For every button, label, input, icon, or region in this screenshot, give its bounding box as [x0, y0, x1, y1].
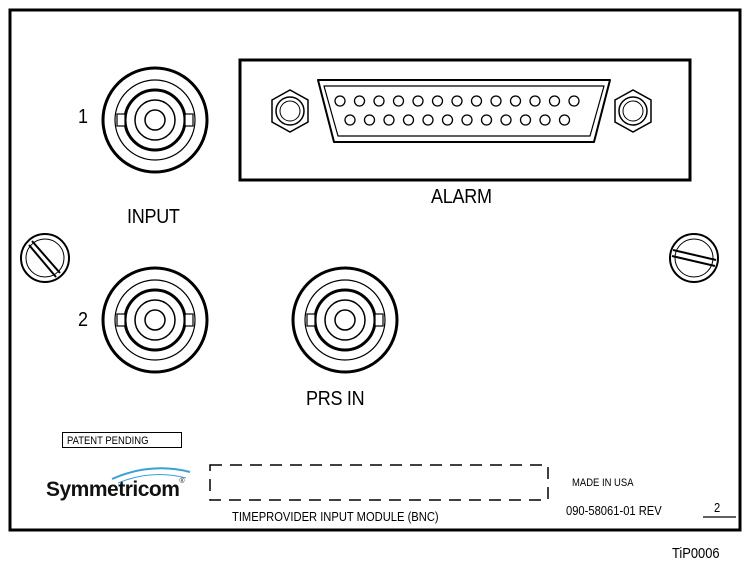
logo-swoosh-inner	[117, 474, 187, 484]
bnc-connector-input-2	[101, 266, 209, 374]
db25-pin	[558, 114, 571, 126]
input-label: INPUT	[127, 206, 180, 228]
db25-pin	[334, 95, 346, 107]
logo-registered-mark: ®	[179, 478, 185, 485]
alarm-connector-frame	[238, 58, 692, 182]
db25-pin	[509, 95, 522, 107]
bnc-connector-input-1	[101, 66, 209, 174]
bnc-connector-prs-in	[291, 266, 399, 374]
alarm-label: ALARM	[431, 186, 492, 208]
db25-pin	[353, 95, 366, 107]
logo-text: Symmetricom	[46, 478, 180, 501]
figure-id-label: TiP0006	[672, 545, 720, 562]
db25-pin	[422, 114, 434, 126]
db25-pin	[500, 114, 512, 126]
patent-pending-text: PATENT PENDING	[67, 435, 149, 447]
logo-swoosh	[111, 467, 191, 480]
db25-pin	[441, 114, 454, 126]
db25-pin	[519, 114, 532, 126]
db25-pin	[383, 114, 395, 126]
db25-pin	[461, 114, 473, 126]
patent-pending-box: PATENT PENDING	[62, 432, 182, 448]
db25-pin	[451, 95, 463, 107]
input-2-label: 2	[78, 309, 88, 331]
db25-pin	[568, 95, 580, 107]
db25-pin	[470, 95, 483, 107]
db25-pin	[412, 95, 424, 107]
jackscrew-right	[614, 89, 652, 133]
db25-pin	[363, 114, 376, 126]
db25-pin	[539, 114, 551, 126]
input-1-label: 1	[78, 106, 88, 128]
db25-pin	[344, 114, 356, 126]
db25-pin	[529, 95, 541, 107]
revision-value: 2	[714, 500, 721, 515]
symmetricom-logo: Symmetricom®	[46, 478, 185, 502]
panel-screw-left	[20, 233, 70, 283]
db25-pins	[334, 95, 580, 126]
panel-outline	[8, 8, 742, 532]
db25-pin	[431, 95, 444, 107]
db25-pin	[548, 95, 561, 107]
db25-pin	[392, 95, 405, 107]
db25-pin	[480, 114, 493, 126]
db25-pin	[402, 114, 415, 126]
part-number-label: 090-58061-01 REV	[566, 503, 662, 518]
panel-screw-right	[669, 233, 719, 283]
made-in-usa-label: MADE IN USA	[572, 477, 634, 489]
db25-pin	[490, 95, 502, 107]
jackscrew-left	[271, 89, 309, 133]
db25-pin	[373, 95, 385, 107]
prs-in-label: PRS IN	[306, 388, 365, 410]
label-area-dashed	[209, 464, 549, 501]
db25-shell	[317, 79, 611, 143]
module-name-label: TIMEPROVIDER INPUT MODULE (BNC)	[232, 509, 439, 524]
